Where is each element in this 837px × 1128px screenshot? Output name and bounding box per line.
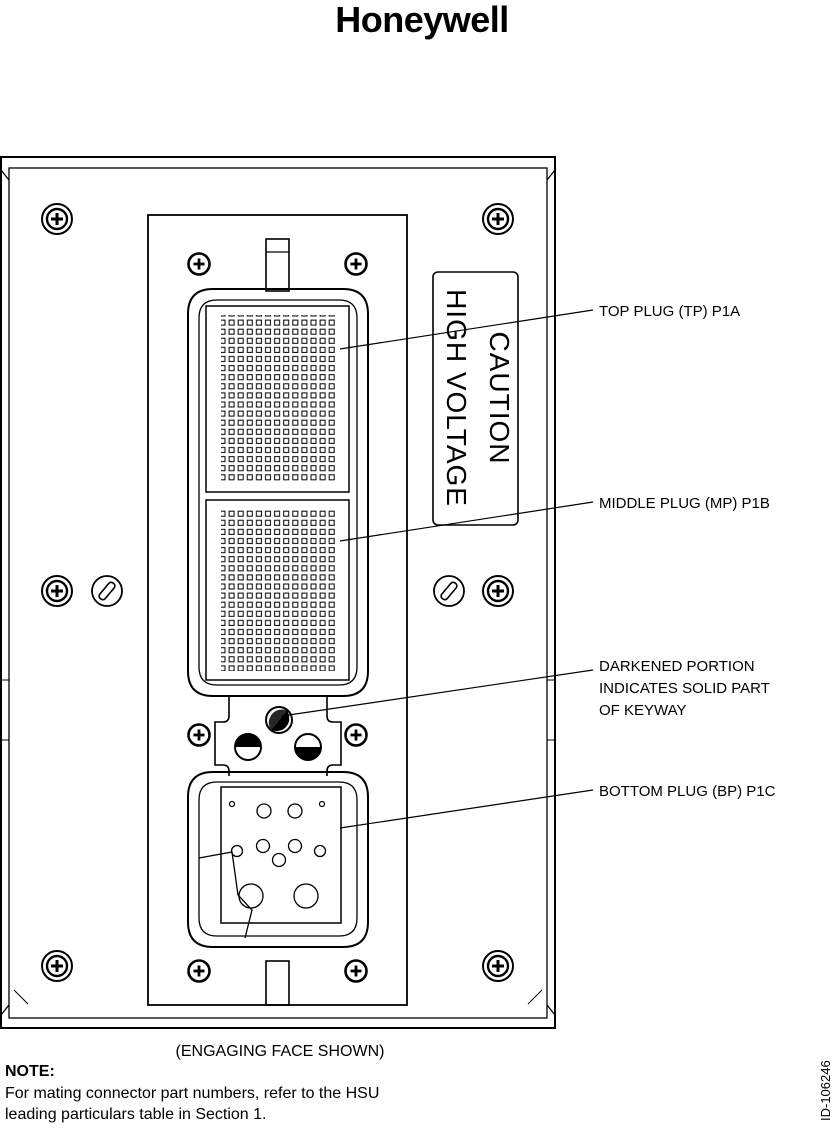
corner-screw-icon [483, 951, 513, 981]
keyway-section [215, 696, 341, 776]
figure-caption: (ENGAGING FACE SHOWN) [176, 1043, 385, 1060]
callout-bottom-plug: BOTTOM PLUG (BP) P1C [599, 783, 776, 800]
panel-screw-icon [346, 961, 367, 982]
corner-screw-icon [483, 204, 513, 234]
corner-screw-icon [42, 204, 72, 234]
panel-screw-icon [189, 725, 210, 746]
top-alignment-tab [266, 239, 289, 291]
keyway-pin-icon [235, 734, 261, 760]
panel-screw-icon [189, 254, 210, 275]
caution-decal: CAUTION HIGH VOLTAGE [433, 272, 518, 525]
bottom-alignment-tab [266, 961, 289, 1005]
callout-top-plug: TOP PLUG (TP) P1A [599, 303, 740, 320]
note-heading: NOTE: [5, 1063, 55, 1080]
top-plug-p1a [206, 306, 349, 492]
keyway-pin-icon [266, 707, 292, 733]
panel-screw-icon [346, 725, 367, 746]
callout-keyway-line2: INDICATES SOLID PART [599, 680, 770, 697]
panel-screw-icon [189, 961, 210, 982]
bottom-plug-p1c [188, 772, 368, 947]
brand-logo: Honeywell [335, 0, 509, 40]
callout-keyway-line3: OF KEYWAY [599, 702, 687, 719]
callout-keyway-line1: DARKENED PORTION [599, 658, 755, 675]
caution-label: CAUTION [484, 332, 515, 465]
keyway-pin-icon [295, 734, 321, 760]
side-screw-icon [42, 576, 72, 606]
callout-middle-plug: MIDDLE PLUG (MP) P1B [599, 495, 770, 512]
corner-screw-icon [42, 951, 72, 981]
note-line-2: leading particulars table in Section 1. [5, 1106, 267, 1123]
high-voltage-label: HIGH VOLTAGE [441, 289, 472, 507]
slotted-screw-icon [92, 576, 122, 606]
note-line-1: For mating connector part numbers, refer… [5, 1085, 379, 1102]
side-screw-icon [483, 576, 513, 606]
slotted-screw-icon [434, 576, 464, 606]
middle-plug-p1b [206, 500, 349, 680]
panel-screw-icon [346, 254, 367, 275]
figure-id: ID-106246 [818, 1060, 833, 1121]
